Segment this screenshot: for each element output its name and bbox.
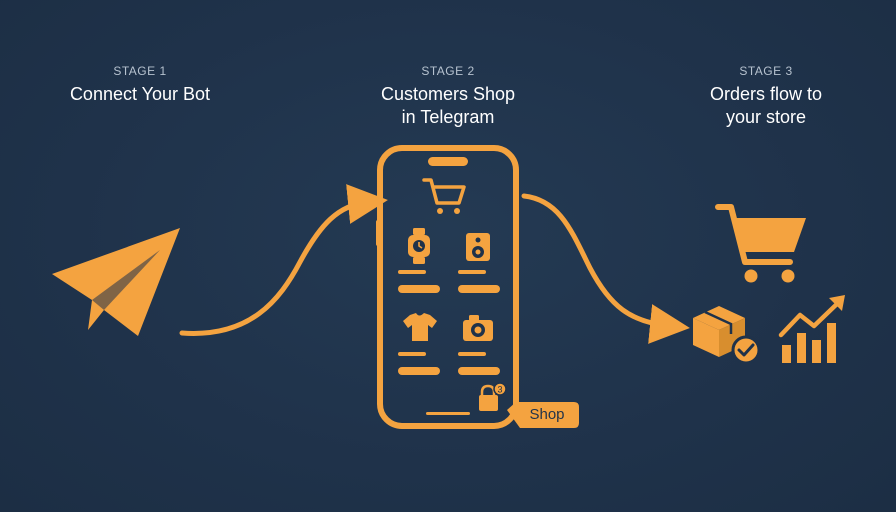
product-button-bar [398,285,440,293]
stage-2: STAGE 2 Customers Shop in Telegram [348,64,548,129]
cart-badge-count: 3 [497,385,502,395]
store-cart-icon [715,204,806,283]
stage-3-title: Orders flow to your store [709,84,823,127]
speaker-icon [466,233,490,261]
stage-1: STAGE 1 Connect Your Bot [40,64,240,106]
tshirt-icon [403,313,437,341]
shop-button[interactable]: Shop [529,406,565,423]
watch-icon [408,228,430,264]
product-button-bar [398,367,440,375]
product-caption-bar [398,270,426,274]
product-button-bar [458,285,500,293]
cart-badge: 3 [493,382,507,396]
shop-button-shape [507,402,579,428]
stage-3-label: STAGE 3 [739,64,793,78]
telegram-paper-plane-icon [52,228,180,336]
stage-1-label: STAGE 1 [113,64,167,78]
stage-1-title: Connect Your Bot [69,84,211,104]
stage-2-label: STAGE 2 [421,64,475,78]
flow-arrow-1 [179,184,388,336]
product-caption-bar [458,352,486,356]
check-circle-icon [731,335,761,365]
stage-3: STAGE 3 Orders flow to your store [666,64,866,129]
growth-chart-icon [778,295,845,363]
stage-2-title: Customers Shop in Telegram [380,84,516,127]
cart-icon [422,178,466,214]
product-caption-bar [398,352,426,356]
product-button-bar [458,367,500,375]
flow-arrow-2 [521,193,690,344]
camera-icon [463,315,493,341]
smartphone-icon [376,145,519,429]
product-caption-bar [458,270,486,274]
